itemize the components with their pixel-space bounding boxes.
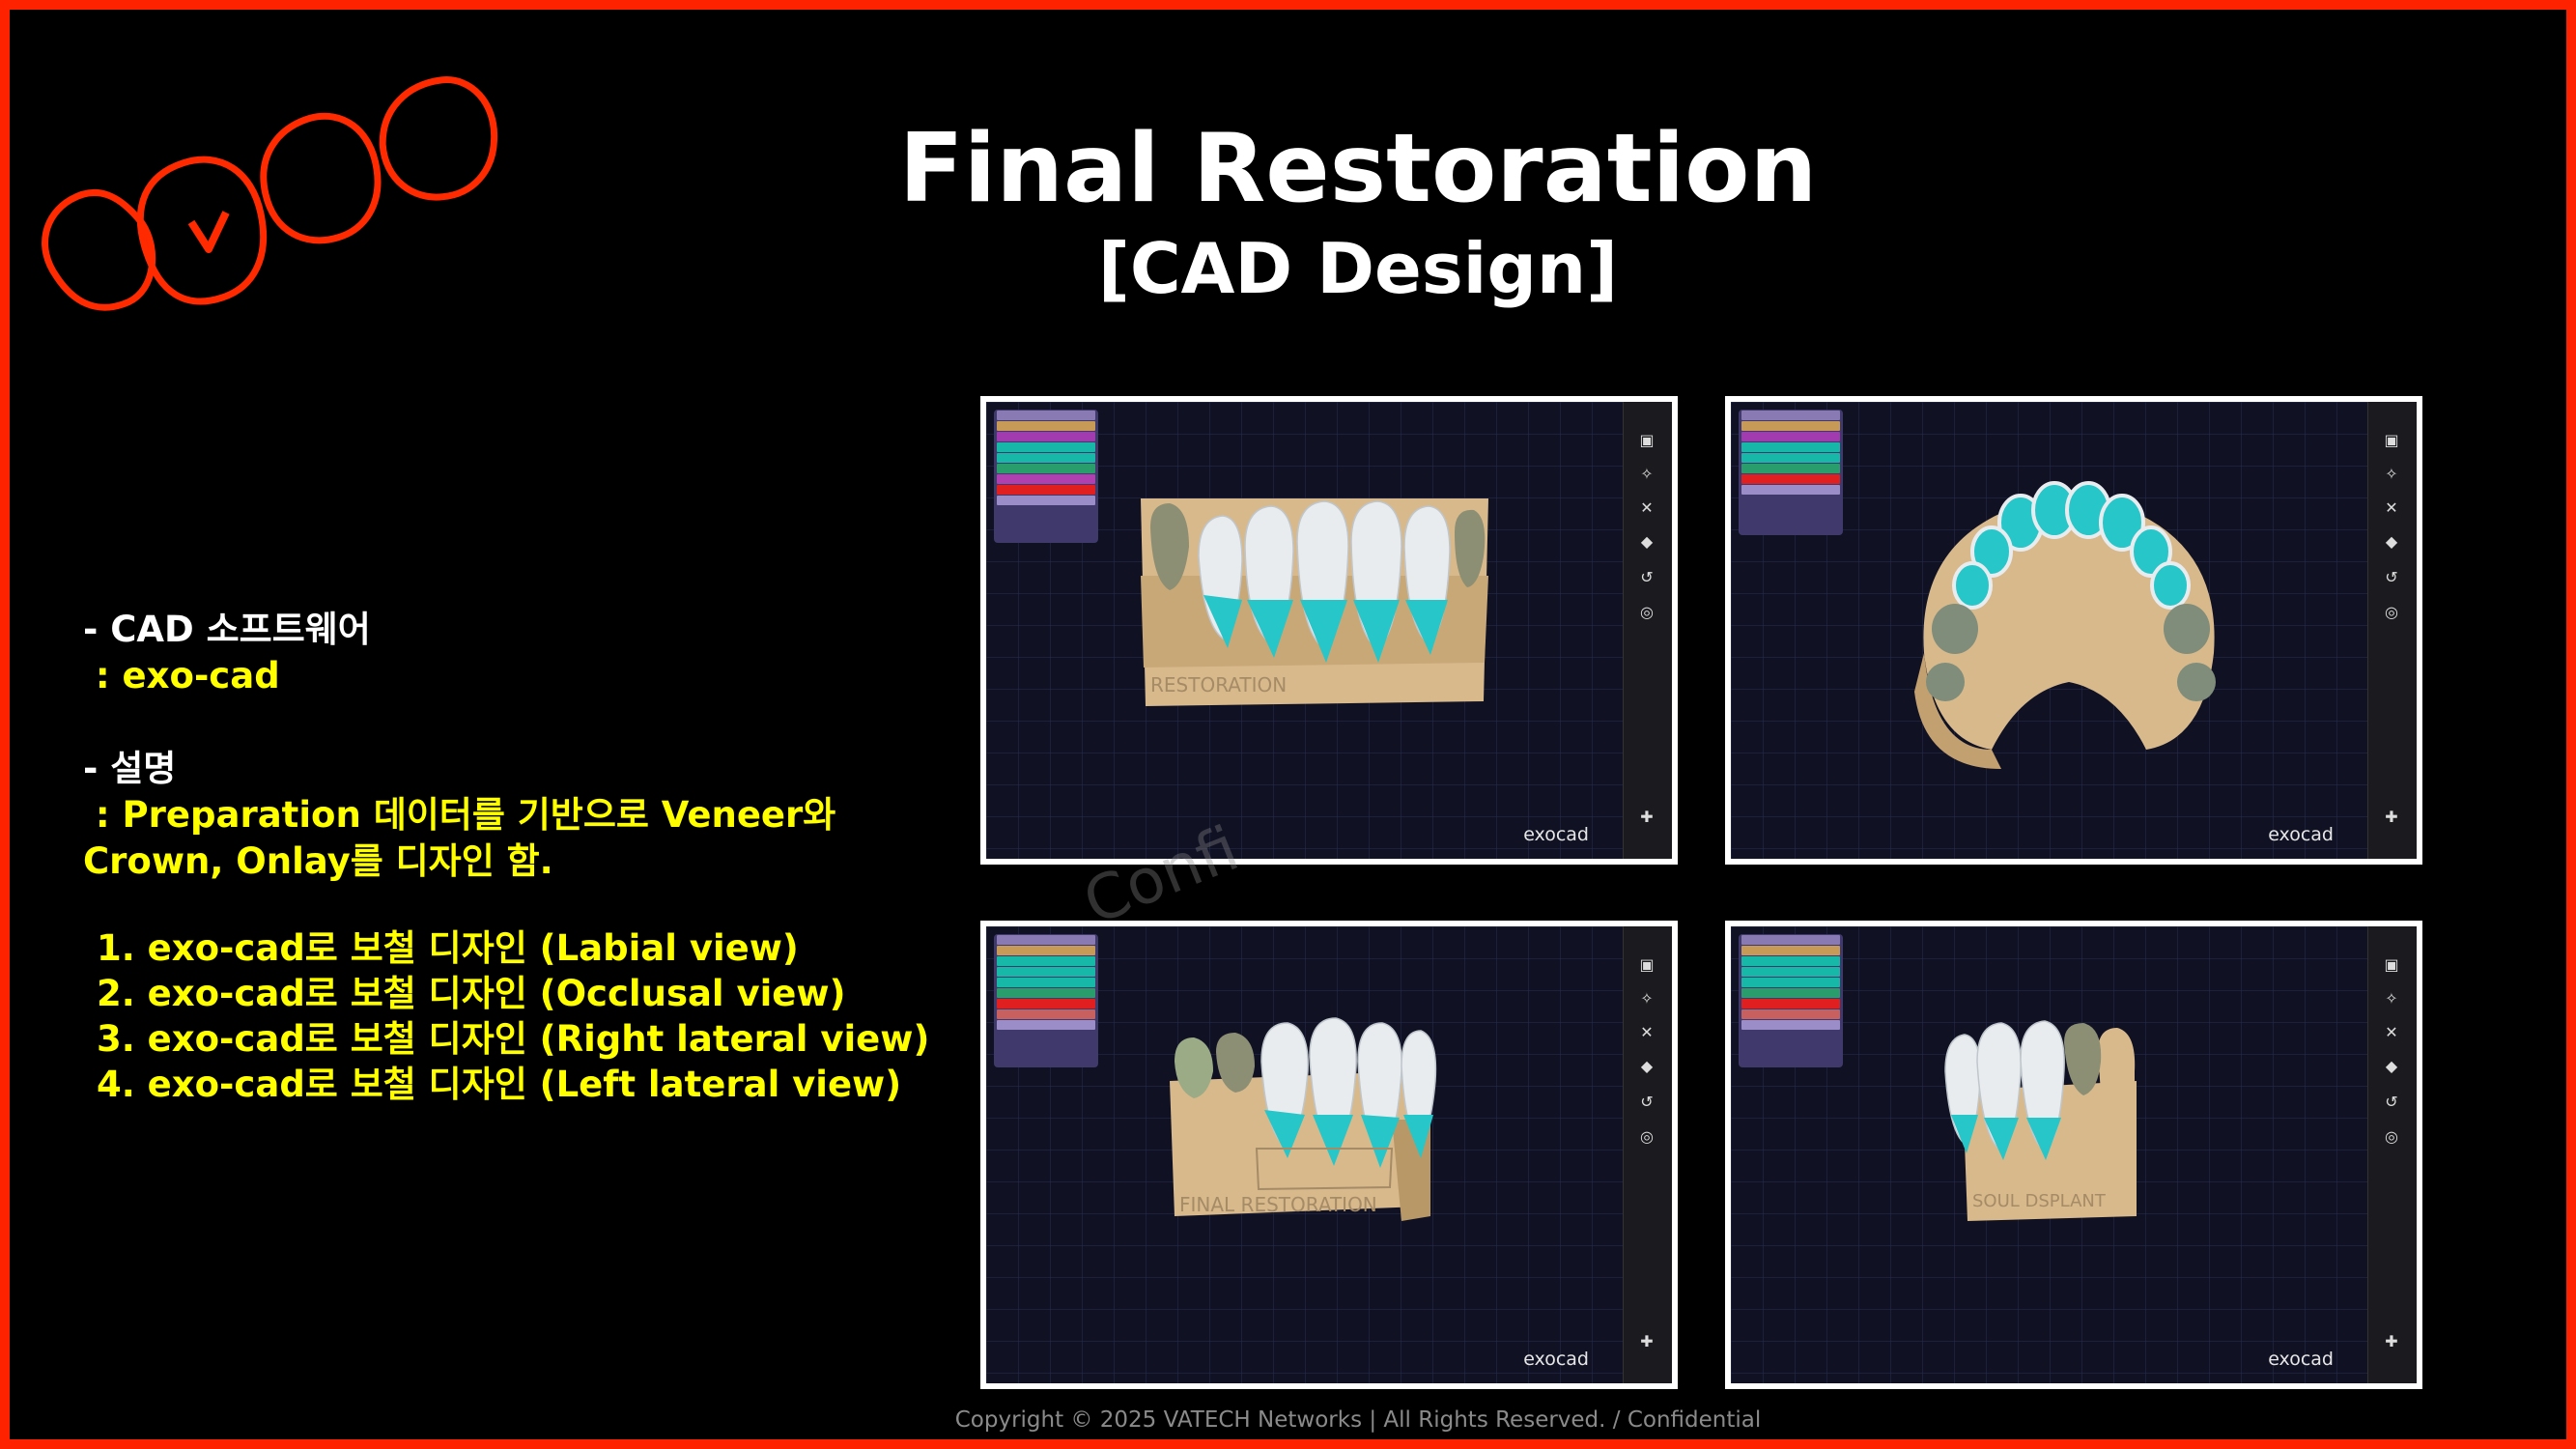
steps-list: 1. exo-cad로 보철 디자인 (Labial view) 2. exo-… [97, 925, 929, 1107]
software-label: - CAD 소프트웨어 [83, 609, 371, 650]
model-engraving-text: RESTORATION [1150, 673, 1287, 696]
description-label: - 설명 [83, 748, 177, 789]
save-icon[interactable]: ▣ [2384, 431, 2399, 449]
exocad-logo: exocad [1523, 1349, 1589, 1370]
tooth-icon[interactable]: ◆ [1640, 1057, 1654, 1075]
dental-model-left-lateral: SOUL DSPLANT [1944, 1020, 2137, 1221]
description-line-2: Crown, Onlay를 디자인 함. [83, 840, 553, 882]
tools-icon[interactable]: ✕ [1640, 1023, 1654, 1041]
software-value: : exo-cad [83, 655, 280, 696]
model-tree-panel[interactable] [1739, 934, 1843, 1067]
undo-icon[interactable]: ↺ [2385, 568, 2398, 586]
navigation-cross-icon[interactable]: ✚ [1640, 1332, 1654, 1350]
view-icon[interactable]: ◎ [1640, 603, 1654, 621]
navigation-cross-icon[interactable]: ✚ [2385, 808, 2398, 826]
save-icon[interactable]: ▣ [1639, 431, 1655, 449]
exocad-logo: exocad [1523, 824, 1589, 845]
model-tree-panel[interactable] [994, 934, 1098, 1067]
list-item: 2. exo-cad로 보철 디자인 (Occlusal view) [97, 973, 846, 1014]
save-icon[interactable]: ▣ [1639, 955, 1655, 974]
list-item: 3. exo-cad로 보철 디자인 (Right lateral view) [97, 1018, 930, 1060]
right-toolbar[interactable]: ▣ ✧ ✕ ◆ ↺ ◎ ✚ [2367, 926, 2417, 1383]
screenshot-left-lateral-view: SOUL DSPLANT ▣ ✧ ✕ ◆ ↺ ◎ ✚ exocad [1725, 921, 2422, 1389]
screenshot-occlusal-view: ▣ ✧ ✕ ◆ ↺ ◎ ✚ exocad [1725, 396, 2422, 865]
model-tree-panel[interactable] [994, 410, 1098, 543]
view-icon[interactable]: ◎ [2385, 1127, 2398, 1146]
page-subtitle: [CAD Design] [1097, 228, 1619, 309]
info-block: - CAD 소프트웨어 : exo-cad - 설명 : Preparation … [83, 607, 835, 885]
model-engraving-text: SOUL DSPLANT [1972, 1191, 2107, 1211]
list-item: 1. exo-cad로 보철 디자인 (Labial view) [97, 927, 799, 969]
description-line-1: : Preparation 데이터를 기반으로 Veneer와 [83, 794, 836, 836]
tooth-icon[interactable]: ◆ [2385, 532, 2398, 551]
undo-icon[interactable]: ↺ [1640, 568, 1654, 586]
page-title: Final Restoration [898, 114, 1818, 224]
wizard-icon[interactable]: ✧ [2385, 989, 2398, 1008]
wizard-icon[interactable]: ✧ [2385, 465, 2398, 483]
right-toolbar[interactable]: ▣ ✧ ✕ ◆ ↺ ◎ ✚ [2367, 402, 2417, 859]
wizard-icon[interactable]: ✧ [1640, 989, 1654, 1008]
right-toolbar[interactable]: ▣ ✧ ✕ ◆ ↺ ◎ ✚ [1623, 402, 1672, 859]
wizard-icon[interactable]: ✧ [1640, 465, 1654, 483]
save-icon[interactable]: ▣ [2384, 955, 2399, 974]
list-item: 4. exo-cad로 보철 디자인 (Left lateral view) [97, 1064, 902, 1105]
screenshot-right-lateral-view: FINAL RESTORATION ▣ ✧ ✕ ◆ ↺ ◎ ✚ exocad [980, 921, 1678, 1389]
undo-icon[interactable]: ↺ [1640, 1093, 1654, 1111]
navigation-cross-icon[interactable]: ✚ [1640, 808, 1654, 826]
crown-logo-icon [42, 76, 498, 311]
dental-model-right-lateral: FINAL RESTORATION [1170, 1017, 1437, 1221]
exocad-logo: exocad [2268, 824, 2334, 845]
tooth-icon[interactable]: ◆ [1640, 532, 1654, 551]
copyright-footer: Copyright © 2025 VATECH Networks | All R… [954, 1407, 1762, 1433]
tooth-icon[interactable]: ◆ [2385, 1057, 2398, 1075]
dental-model-occlusal [1914, 481, 2216, 769]
view-icon[interactable]: ◎ [1640, 1127, 1654, 1146]
model-tree-panel[interactable] [1739, 410, 1843, 535]
dental-model-labial: RESTORATION [1141, 498, 1488, 706]
screenshot-labial-view: RESTORATION ▣ ✧ ✕ ◆ ↺ ◎ ✚ exocad [980, 396, 1678, 865]
view-icon[interactable]: ◎ [2385, 603, 2398, 621]
undo-icon[interactable]: ↺ [2385, 1093, 2398, 1111]
exocad-logo: exocad [2268, 1349, 2334, 1370]
right-toolbar[interactable]: ▣ ✧ ✕ ◆ ↺ ◎ ✚ [1623, 926, 1672, 1383]
tools-icon[interactable]: ✕ [2385, 498, 2398, 517]
tools-icon[interactable]: ✕ [1640, 498, 1654, 517]
model-engraving-text: FINAL RESTORATION [1179, 1193, 1377, 1216]
tools-icon[interactable]: ✕ [2385, 1023, 2398, 1041]
navigation-cross-icon[interactable]: ✚ [2385, 1332, 2398, 1350]
